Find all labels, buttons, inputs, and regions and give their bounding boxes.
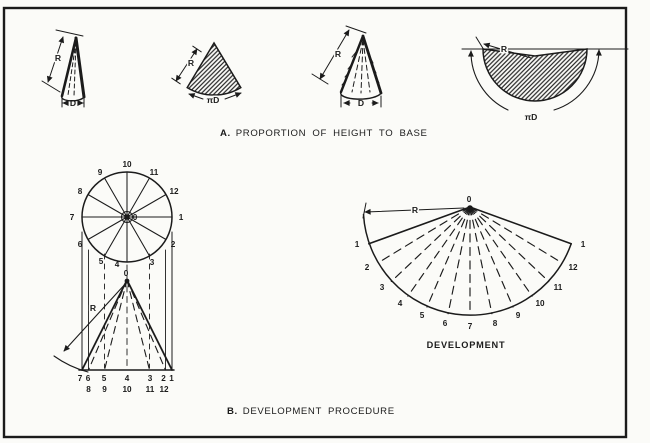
development-arc [362,213,572,316]
radius-dimension-line [175,48,198,82]
base-label-5: 5 [102,374,107,383]
dev-label-9: 9 [516,311,521,320]
plan-label-9: 9 [98,168,103,177]
radius-label: R [501,44,508,54]
dev-label-6: 6 [443,319,448,328]
radius-swing-line [63,281,128,352]
dev-label-1-right: 1 [581,240,586,249]
extension-tick [345,25,367,34]
diameter-label: D [358,98,364,108]
dev-label-1-left: 1 [355,240,360,249]
section-b-caption-text: DEVELOPMENT PROCEDURE [243,406,395,417]
radius-label: R [55,53,62,63]
development-apex-label: 0 [467,195,472,204]
figure-wide-sector: R πD [461,36,629,124]
plan-center-ring [121,211,133,223]
dev-label-3: 3 [380,283,385,292]
elevation-base-labels-row2: 8 9 10 11 12 [86,385,169,394]
plan-center-dot [124,214,130,220]
base-label-8: 8 [86,385,91,394]
sector-shape [186,41,242,96]
radius-leader-line [483,42,532,59]
development-radius-label: R [412,205,419,215]
plan-division-labels: 1 2 3 4 5 6 7 8 9 10 11 12 [70,160,184,269]
diameter-label: D [70,98,76,108]
base-label-2: 2 [161,374,166,383]
development-arc-labels: 1 2 3 4 5 6 7 8 9 10 11 12 1 [355,240,586,331]
page-border [2,6,628,439]
elevation-base-labels-row1: 7 6 5 4 3 2 1 [78,374,175,383]
extension-tick [41,80,61,93]
plan-label-8: 8 [78,187,83,196]
plan-label-11: 11 [150,168,159,177]
dev-label-11: 11 [554,283,563,292]
section-a-caption: A. PROPORTION OF HEIGHT TO BASE [220,128,428,139]
plan-spokes [81,171,173,263]
plan-label-7: 7 [70,213,75,222]
plan-label-12: 12 [169,187,179,196]
figure-narrow-sector: R πD [171,41,242,107]
plan-label-3: 3 [150,258,155,267]
plan-label-5: 5 [99,257,104,266]
figure-tall-cone: R D [41,29,86,108]
arc-length-label: πD [525,112,538,122]
radius-dimension-line [364,207,465,215]
base-label-12: 12 [159,385,169,394]
development-caption: DEVELOPMENT [427,340,506,350]
arc-dimension-left [467,50,509,111]
dev-label-8: 8 [493,319,498,328]
plan-label-4: 4 [115,260,120,269]
plan-label-2: 2 [171,240,176,249]
base-label-11: 11 [146,385,155,394]
plan-label-10: 10 [122,160,132,169]
elevation-apex-dot [124,278,130,284]
radius-dimension-line [319,29,350,80]
radius-swing-arc [53,355,89,373]
extension-tick [362,202,367,219]
figure-wide-cone: R D [311,25,383,108]
elevation-apex-label: 0 [124,269,129,278]
dev-label-4: 4 [398,299,403,308]
arc-length-label: πD [207,95,220,105]
radius-dimension-line [46,36,65,83]
dev-label-5: 5 [420,311,425,320]
base-label-10: 10 [122,385,132,394]
section-a-caption-text: PROPORTION OF HEIGHT TO BASE [236,128,428,139]
plan-view: 0 1 2 3 4 5 6 7 8 9 10 11 12 [70,160,184,269]
elevation-view: 0 R 7 6 5 4 3 2 1 8 9 10 11 12 [53,269,175,394]
projection-lines [81,231,173,371]
section-b: 0 1 2 3 4 5 6 7 8 9 10 11 12 [53,160,586,417]
dev-label-7: 7 [468,322,473,331]
arc-dimension-right [553,49,602,111]
elevation-radius-label: R [90,303,97,313]
base-label-3: 3 [148,374,153,383]
plan-center-label: 0 [133,213,138,222]
plan-label-1: 1 [179,213,184,222]
base-label-7: 7 [78,374,83,383]
radius-label: R [335,49,342,59]
development-element-lines [377,206,563,315]
section-a-caption-prefix: A. [220,128,231,139]
section-a: R D R πD [41,25,629,139]
section-b-caption-prefix: B. [227,406,238,417]
dev-label-2: 2 [365,263,370,272]
section-b-caption: B. DEVELOPMENT PROCEDURE [227,406,395,417]
base-label-1: 1 [169,374,174,383]
extension-tick [55,29,84,37]
development-view: 0 R 1 2 3 [355,195,586,350]
base-label-4: 4 [125,374,130,383]
radius-label: R [188,58,195,68]
plan-label-6: 6 [78,240,83,249]
extension-tick [475,36,485,51]
elevation-element-lines [87,279,167,371]
dev-label-10: 10 [535,299,545,308]
base-label-9: 9 [102,385,107,394]
sector-shape [482,48,588,102]
dev-label-12: 12 [568,263,578,272]
base-label-6: 6 [86,374,91,383]
